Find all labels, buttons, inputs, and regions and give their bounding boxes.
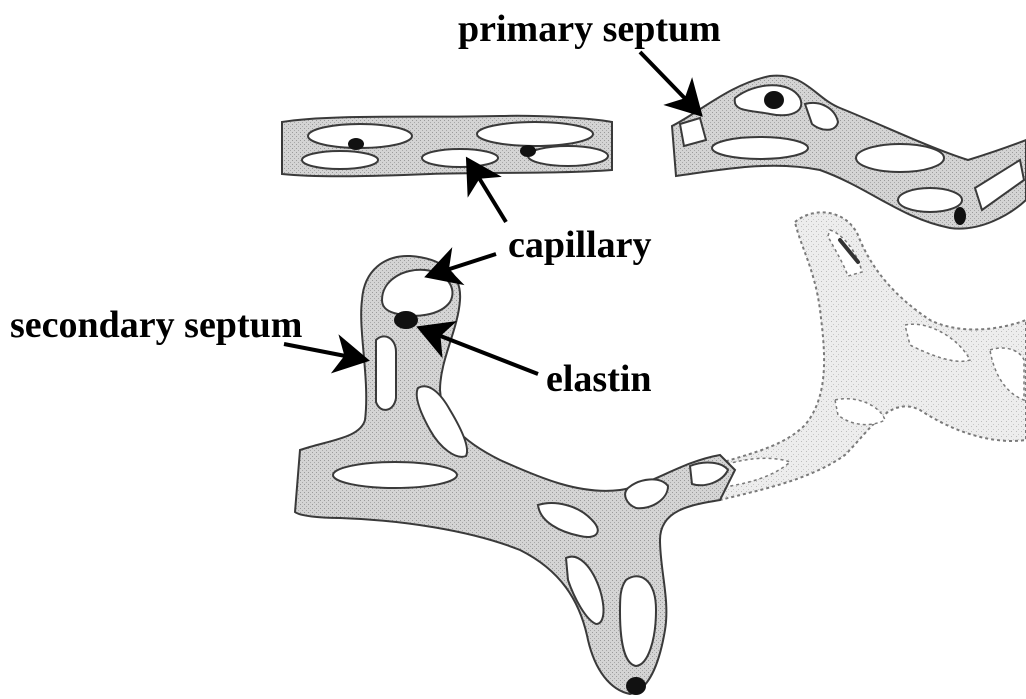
main-septum-structure: [295, 256, 735, 695]
faint-septum-outline: [700, 212, 1026, 500]
capillary-label: capillary: [508, 226, 652, 264]
elastin-deposit: [394, 311, 418, 329]
secondary-septum-label: secondary septum: [10, 306, 302, 344]
primary-septum-label: primary septum: [458, 10, 721, 48]
elastin-label: elastin: [546, 360, 652, 398]
isolated-septum: [282, 116, 612, 177]
primary-septum-structure: [672, 76, 1026, 229]
arrow-secondary-septum: [284, 344, 366, 360]
arrow-primary-septum: [640, 52, 700, 114]
annotation-arrows: [284, 52, 700, 374]
